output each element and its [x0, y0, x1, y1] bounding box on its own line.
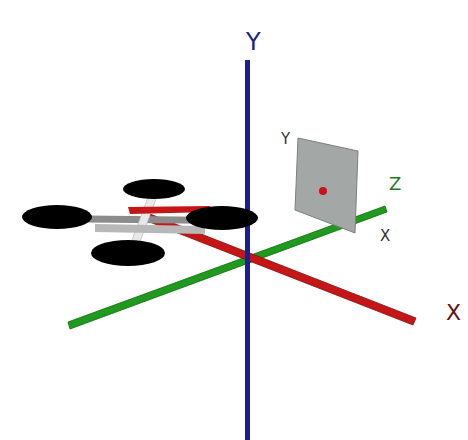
drone-arm [95, 224, 205, 234]
rotor [91, 240, 165, 266]
rotor [123, 179, 185, 199]
camera-z-axis-label: Z [389, 175, 401, 193]
blue-axis [245, 60, 250, 440]
camera-x-axis-label: X [380, 229, 390, 244]
world-y-axis-label: Y [246, 30, 261, 54]
rotor [186, 206, 258, 230]
world-x-axis-label: X [446, 302, 461, 324]
rotor [22, 205, 92, 229]
image-plane [295, 138, 358, 233]
camera-y-axis-label: Y [281, 132, 290, 147]
image-point [319, 187, 327, 195]
